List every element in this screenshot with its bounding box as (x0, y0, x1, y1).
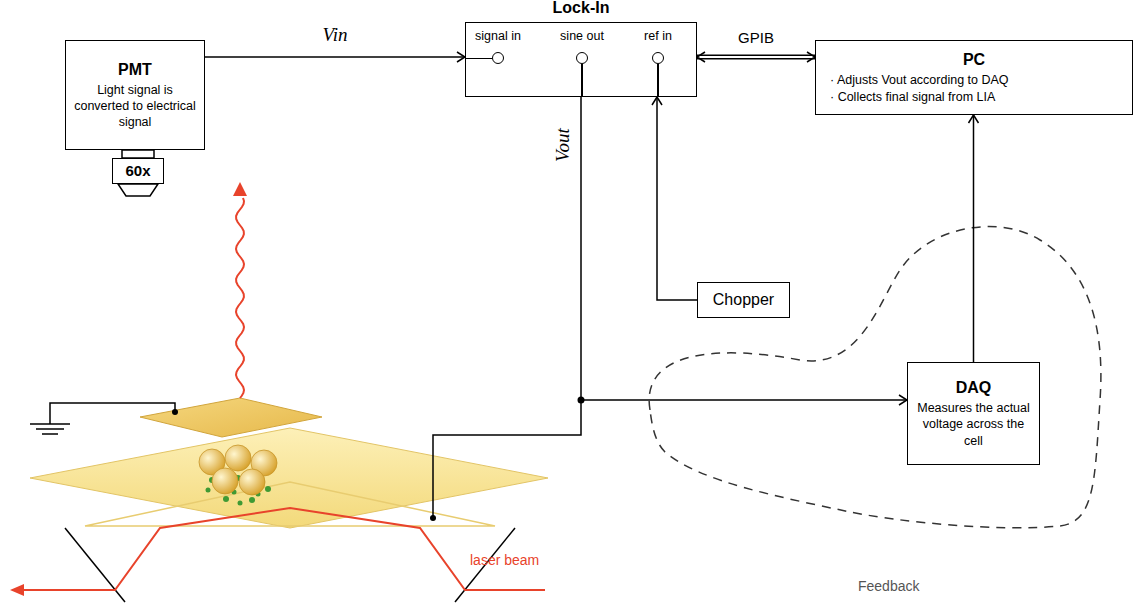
emission-arrowhead (233, 182, 247, 196)
connector (969, 115, 979, 362)
beam-label: laser beam (470, 552, 539, 568)
signal-label: Vout (552, 126, 574, 164)
connector (652, 97, 697, 300)
internal-wire (657, 64, 659, 96)
daq-box: DAQ Measures the actual voltage across th… (907, 362, 1040, 465)
box-title: PMT (118, 60, 152, 79)
ground-symbol (30, 423, 70, 425)
pc-box: PC · Adjusts Vout according to DAQ· Colle… (815, 40, 1133, 115)
feedback-label: Feedback (858, 578, 919, 594)
internal-wire (581, 64, 583, 96)
ground-symbol (36, 428, 64, 430)
wire (973, 115, 975, 362)
wire (657, 97, 697, 300)
connector (697, 52, 815, 62)
contact-dot (172, 409, 178, 415)
pmt-box: PMT Light signal is converted to electric… (65, 40, 205, 150)
cell-wire (433, 400, 581, 518)
box-title: DAQ (956, 378, 992, 397)
laser-arrowhead (10, 584, 24, 596)
ground-wire (50, 403, 175, 424)
objective-mount (122, 150, 154, 158)
objective-box: 60x (112, 158, 164, 184)
arrowhead (899, 395, 907, 405)
pin-name: signal in (458, 29, 538, 43)
laser-beam (22, 508, 545, 590)
feedback-loop (649, 227, 1101, 528)
instrument-title: Lock-In (466, 0, 696, 17)
connector (581, 97, 907, 405)
signal-label: Vin (321, 24, 350, 46)
arrowhead (457, 52, 465, 62)
box-body: · Adjusts Vout according to DAQ (822, 72, 1126, 88)
pin-jack (652, 52, 664, 64)
arrowhead (652, 97, 662, 105)
emission-wave (236, 198, 244, 398)
arrowhead (807, 52, 815, 62)
arrowhead (969, 115, 979, 123)
box-body: · Collects final signal from LIA (822, 89, 1126, 105)
bus-line (697, 55, 815, 60)
box-title: 60x (125, 162, 150, 180)
top-electrode (140, 398, 322, 437)
pin-jack (576, 52, 588, 64)
ground-symbol (42, 433, 58, 435)
chopper-box: Chopper (697, 282, 790, 318)
wire (205, 56, 465, 58)
bus-line-gap (697, 56, 815, 58)
box-title: Chopper (713, 290, 774, 309)
connector (205, 52, 465, 62)
objective-lens (118, 184, 158, 196)
wire (581, 97, 907, 400)
contact-dot (430, 515, 436, 521)
internal-wire (466, 58, 492, 60)
arrowhead (697, 52, 705, 62)
beads (199, 445, 277, 495)
box-title: PC (822, 50, 1126, 69)
box-body: Measures the actual voltage across the c… (914, 400, 1033, 449)
pin-jack (492, 52, 504, 64)
bus-label: GPIB (736, 29, 776, 46)
pin-name: ref in (618, 29, 698, 43)
pin-name: sine out (542, 29, 622, 43)
bottom-electrode (30, 428, 548, 528)
box-body: Light signal is converted to electrical … (72, 82, 198, 131)
lock-in-box: Lock-Insignal insine outref in (465, 22, 697, 97)
